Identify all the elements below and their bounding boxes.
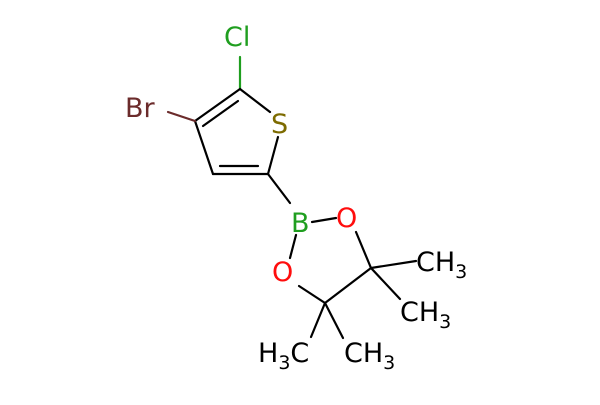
methyl-2: CH3 <box>400 297 451 333</box>
atom-o2: O <box>272 257 293 288</box>
bond-c4-c5 <box>193 87 242 123</box>
methyl-1-main: CH <box>416 247 455 278</box>
atom-b: B <box>291 208 310 239</box>
methyl-4-sub: 3 <box>383 352 395 374</box>
methyl-3-sub: 3 <box>278 352 290 374</box>
atom-o1: O <box>336 203 357 234</box>
atom-br: Br <box>125 93 156 124</box>
bond-s-c2 <box>266 135 280 176</box>
bond-ca-me2 <box>369 266 402 301</box>
methyl-1-sub: 3 <box>455 261 467 283</box>
bonds <box>166 55 418 340</box>
bond-c4-c5-inner <box>201 99 240 128</box>
bond-b-o2 <box>288 233 298 260</box>
bond-o2-cb <box>297 284 327 305</box>
atom-labels: Cl Br S B O O <box>125 22 357 288</box>
atom-cl: Cl <box>224 22 250 53</box>
methyl-3-main: H <box>258 338 278 369</box>
methyl-4: CH3 <box>344 338 395 374</box>
bond-c3-c4 <box>193 119 215 176</box>
methyl-3-tail: C <box>290 338 309 369</box>
atom-s: S <box>271 109 288 140</box>
methyl-4-main: CH <box>344 338 383 369</box>
bond-ca-me1 <box>369 259 418 270</box>
bond-b-o1 <box>310 216 338 224</box>
methyl-3: H3C <box>258 338 309 374</box>
methyl-1: CH3 <box>416 247 467 283</box>
bond-cb-me4 <box>323 301 345 340</box>
methyl-labels: CH3 CH3 H3C CH3 <box>258 247 467 374</box>
bond-c4-br <box>166 110 197 123</box>
methyl-2-sub: 3 <box>439 311 451 333</box>
methyl-2-main: CH <box>400 297 439 328</box>
bond-c2-b <box>266 172 292 205</box>
bond-c-s <box>238 87 272 114</box>
bond-ca-cb <box>323 266 373 305</box>
bond-o1-ca <box>354 230 373 270</box>
bond-cb-me3 <box>309 301 327 339</box>
